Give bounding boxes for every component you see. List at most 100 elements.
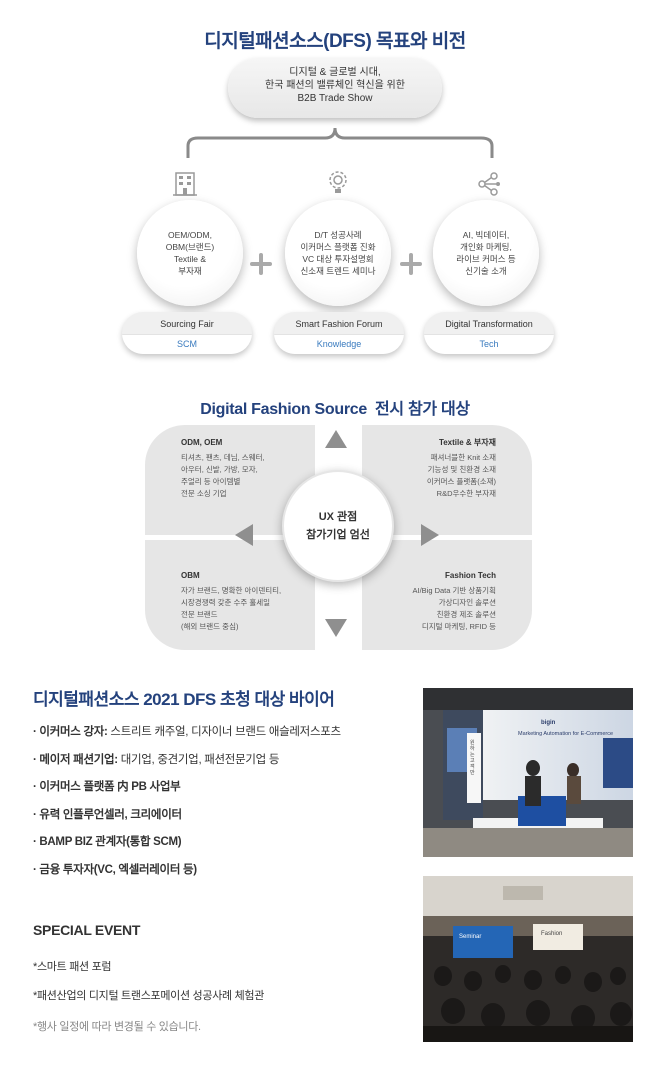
seminar-screen-text: Seminar	[459, 934, 482, 940]
buyer-bold: · 메이저 패션기업:	[33, 753, 118, 766]
quadrant-head: Fashion Tech	[445, 571, 496, 580]
stand-char: 만	[470, 770, 475, 776]
stand-char: 원	[470, 740, 475, 746]
booth-banner: Marketing Automation for E-Commerce	[518, 731, 614, 737]
pillar-line: VC 대상 투자설명회	[302, 254, 374, 264]
vision-line-2: 한국 패션의 밸류체인 혁신을 위한	[265, 80, 405, 91]
buyer-text: 스트리트 캐주얼, 디자이너 브랜드 애슬레저스포츠	[107, 726, 341, 738]
quadrant-head: ODM, OEM	[181, 438, 223, 447]
quadrant-line: 티셔츠, 팬츠, 데님, 스웨터,	[181, 453, 265, 462]
quadrant-line: 시장경쟁력 갖춘 수주 홀세일	[181, 598, 271, 607]
quadrant-line: 전문 소싱 기업	[181, 489, 227, 498]
quadrant-line: 가상디자인 솔루션	[438, 598, 496, 607]
list-item: · BAMP BIZ 관계자(통합 SCM)	[33, 832, 341, 860]
pillar-forum-circle: D/T 성공사례 이커머스 플랫폼 진화 VC 대상 투자설명회 신소재 트렌드…	[285, 200, 391, 306]
vision-line-1: 디지털 & 글로벌 시대,	[289, 67, 381, 78]
arrow-up-icon	[325, 430, 347, 448]
list-item: · 이커머스 강자: 스트리트 캐주얼, 디자이너 브랜드 애슬레저스포츠	[33, 722, 341, 750]
list-item: · 유력 인플루언셀러, 크리에이터	[33, 805, 341, 833]
card-sub: SCM	[122, 334, 252, 354]
buyer-bold: · 유력 인플루언셀러, 크리에이터	[33, 808, 182, 821]
exhibitor-title-kr: 전시 참가 대상	[374, 401, 470, 418]
card-label: Digital Transformation	[445, 319, 533, 329]
booth-stand-sign: 원 하 는 고 객 만	[470, 740, 478, 776]
pillar-line: 라이브 커머스 등	[456, 254, 516, 264]
smart-fashion-forum-card: Smart Fashion Forum Knowledge	[274, 312, 404, 354]
quadrant-fashion-tech: Fashion Tech AI/Big Data 기반 상품기획 가상디자인 솔…	[362, 540, 532, 650]
seminar-slide-text: Fashion	[541, 931, 563, 937]
stand-char: 는	[470, 752, 475, 758]
buyer-bold: · 금융 투자자(VC, 엑셀러레이터 등)	[33, 863, 197, 876]
center-line: UX 관점	[318, 511, 358, 523]
quadrant-line: R&D우수한 부자재	[436, 489, 496, 498]
pillar-line: 신기술 소개	[465, 266, 507, 276]
quadrant-line: AI/Big Data 기반 상품기획	[412, 586, 496, 595]
quadrant-line: 자가 브랜드, 명확한 아이덴티티,	[181, 586, 282, 595]
stand-char: 고	[470, 758, 475, 764]
pillar-line: 개인화 마케팅,	[460, 242, 512, 252]
stand-char: 하	[470, 746, 475, 752]
pillar-line: AI, 빅데이터,	[462, 230, 510, 240]
buyers-title: 디지털패션소스 2021 DFS 초청 대상 바이어	[33, 690, 335, 709]
booth-photo: bigin Marketing Automation for E-Commerc…	[423, 688, 633, 857]
exhibitor-title-en: Digital Fashion Source	[200, 401, 367, 418]
lightbulb-gear-icon	[329, 171, 347, 193]
pillar-line: 신소재 트렌드 세미나	[300, 266, 376, 276]
card-sub: Knowledge	[274, 334, 404, 354]
pillar-line: D/T 성공사례	[314, 230, 362, 240]
pillar-line: 이커머스 플랫폼 진화	[300, 242, 376, 252]
sourcing-fair-card: Sourcing Fair SCM	[122, 312, 252, 354]
pillar-tech-circle: AI, 빅데이터, 개인화 마케팅, 라이브 커머스 등 신기술 소개	[433, 200, 539, 306]
quadrant-line: 패셔너블한 Knit 소재	[430, 453, 496, 462]
plus-icon	[248, 251, 274, 277]
quadrant-line: 친환경 제조 솔루션	[436, 610, 496, 619]
schedule-note: *행사 일정에 따라 변경될 수 있습니다.	[33, 1021, 201, 1033]
special-event-title: SPECIAL EVENT	[33, 922, 141, 938]
special-event-item: *패션산업의 디지털 트랜스포메이션 성공사례 체험관	[33, 990, 265, 1002]
pillar-line: Textile &	[173, 254, 207, 264]
quadrant-line: 주얼리 등 아이템별	[181, 477, 241, 486]
quadrant-head: Textile & 부자재	[438, 438, 496, 447]
arrow-down-icon	[325, 619, 347, 637]
pillar-line: OEM/ODM,	[168, 230, 212, 240]
center-line: 참가기업 엄선	[306, 529, 370, 541]
quadrant-line: 아우터, 신발, 가방, 모자,	[181, 465, 258, 474]
quadrant-line: 전문 브랜드	[181, 610, 218, 619]
list-item: · 메이저 패션기업: 대기업, 중견기업, 패션전문기업 등	[33, 750, 341, 778]
bracket-connector	[186, 127, 494, 158]
pillar-sourcing-circle: OEM/ODM, OBM(브랜드) Textile & 부자재	[137, 200, 243, 306]
pillar-line: 부자재	[178, 266, 202, 276]
center-ux-circle: UX 관점 참가기업 엄선	[282, 470, 394, 582]
exhibitor-title: Digital Fashion Source 전시 참가 대상	[0, 395, 670, 419]
card-label: Sourcing Fair	[160, 319, 214, 329]
buyer-bold: · 이커머스 강자:	[33, 726, 108, 738]
vision-title: 디지털패션소스(DFS) 목표와 비전	[204, 31, 466, 52]
card-sub: Tech	[424, 334, 554, 354]
arrow-left-icon	[235, 524, 253, 546]
quadrant-head: OBM	[181, 571, 200, 580]
list-item: · 이커머스 플랫폼 内 PB 사업부	[33, 777, 341, 805]
quadrant-line: 기능성 및 친환경 소재	[427, 465, 496, 474]
quadrant-line: (해외 브랜드 중심)	[181, 622, 239, 631]
quadrant-line: 디지털 마케팅, RFID 등	[421, 622, 496, 631]
quadrant-obm: OBM 자가 브랜드, 명확한 아이덴티티, 시장경쟁력 갖춘 수주 홀세일 전…	[145, 540, 315, 650]
buyers-list: · 이커머스 강자: 스트리트 캐주얼, 디자이너 브랜드 애슬레저스포츠 · …	[33, 722, 341, 887]
factory-building-icon	[173, 172, 197, 196]
vision-statement: 디지털 & 글로벌 시대, 한국 패션의 밸류체인 혁신을 위한 B2B Tra…	[228, 58, 442, 118]
buyer-text: 대기업, 중견기업, 패션전문기업 등	[117, 753, 280, 766]
pillar-line: OBM(브랜드)	[165, 242, 215, 252]
quadrant-line: 이커머스 플랫폼(소재)	[426, 477, 496, 486]
arrow-right-icon	[421, 524, 439, 546]
plus-icon	[398, 251, 424, 277]
quadrant-textile: Textile & 부자재 패셔너블한 Knit 소재 기능성 및 친환경 소재…	[362, 425, 532, 535]
list-item: · 금융 투자자(VC, 엑셀러레이터 등)	[33, 860, 341, 888]
booth-brand: bigin	[541, 720, 556, 726]
vision-line-3: B2B Trade Show	[297, 93, 373, 104]
digital-transformation-card: Digital Transformation Tech	[424, 312, 554, 354]
seminar-photo: Seminar Fashion	[423, 876, 633, 1042]
buyer-bold: · BAMP BIZ 관계자(통합 SCM)	[33, 836, 182, 848]
special-event-item: *스마트 패션 포럼	[33, 961, 112, 973]
buyer-bold: · 이커머스 플랫폼 内 PB 사업부	[33, 781, 181, 793]
card-label: Smart Fashion Forum	[295, 319, 383, 329]
network-nodes-icon	[478, 172, 500, 196]
